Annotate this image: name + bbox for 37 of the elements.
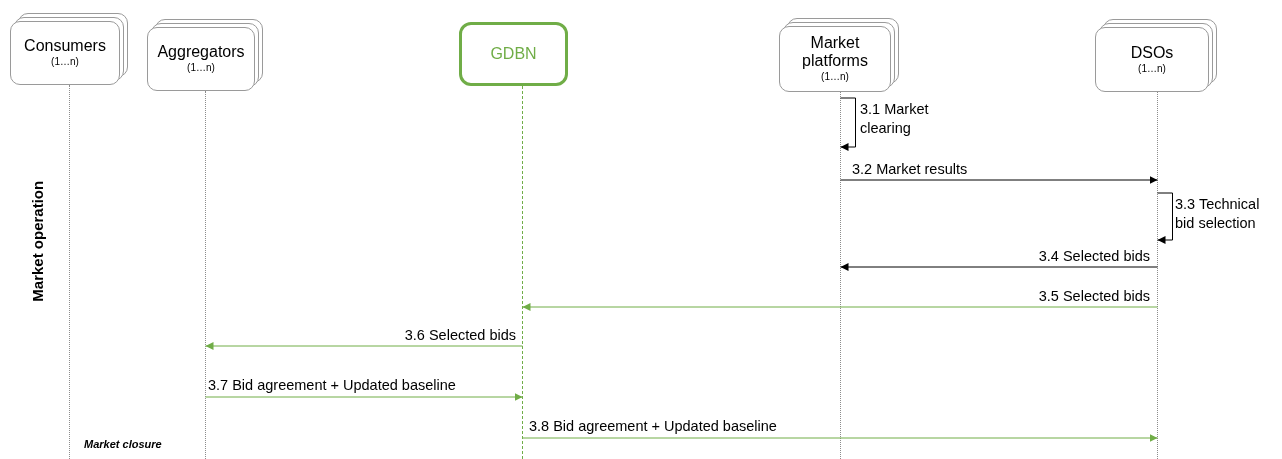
- lifeline: [522, 86, 523, 459]
- lifeline: [1157, 92, 1158, 459]
- message-label: 3.7 Bid agreement + Updated baseline: [208, 376, 457, 395]
- participant-box: [459, 22, 568, 86]
- message-arrow: [522, 303, 1158, 311]
- lifeline: [69, 85, 70, 459]
- message-label: 3.8 Bid agreement + Updated baseline: [529, 417, 778, 436]
- message-arrow: [205, 342, 523, 350]
- multiplicity-label: (1…n): [51, 55, 79, 69]
- message-arrow: [840, 176, 1158, 184]
- participant-stack: [1095, 19, 1217, 92]
- message-label: 3.1 Market clearing: [860, 100, 930, 138]
- message-arrow: [522, 434, 1158, 442]
- message-label: 3.2 Market results: [852, 160, 969, 179]
- message-label: 3.5 Selected bids: [1037, 287, 1150, 306]
- participant-name: GDBN: [490, 45, 537, 63]
- participant-stack: [779, 18, 899, 92]
- participant-name: Market platforms: [801, 34, 869, 70]
- multiplicity-label: (1…n): [187, 61, 215, 75]
- participant-stack: [10, 13, 128, 85]
- message-arrow: [840, 97, 856, 151]
- participant-name: Consumers: [24, 37, 106, 55]
- message-arrow: [1157, 192, 1173, 244]
- participant-stack: [147, 19, 263, 91]
- message-arrow: [205, 393, 523, 401]
- participant-name: DSOs: [1130, 43, 1174, 62]
- phase-note: Market closure: [84, 437, 162, 452]
- message-label: 3.4 Selected bids: [1037, 247, 1150, 266]
- message-label: 3.3 Technical bid selection: [1175, 195, 1261, 233]
- message-arrow: [840, 263, 1158, 271]
- message-label: 3.6 Selected bids: [403, 326, 516, 345]
- multiplicity-label: (1…n): [1138, 61, 1166, 76]
- phase-label: Market operation: [27, 179, 47, 304]
- multiplicity-label: (1…n): [821, 70, 849, 84]
- lifeline: [840, 92, 841, 459]
- participant-name: Aggregators: [157, 43, 245, 61]
- lifeline: [205, 91, 206, 459]
